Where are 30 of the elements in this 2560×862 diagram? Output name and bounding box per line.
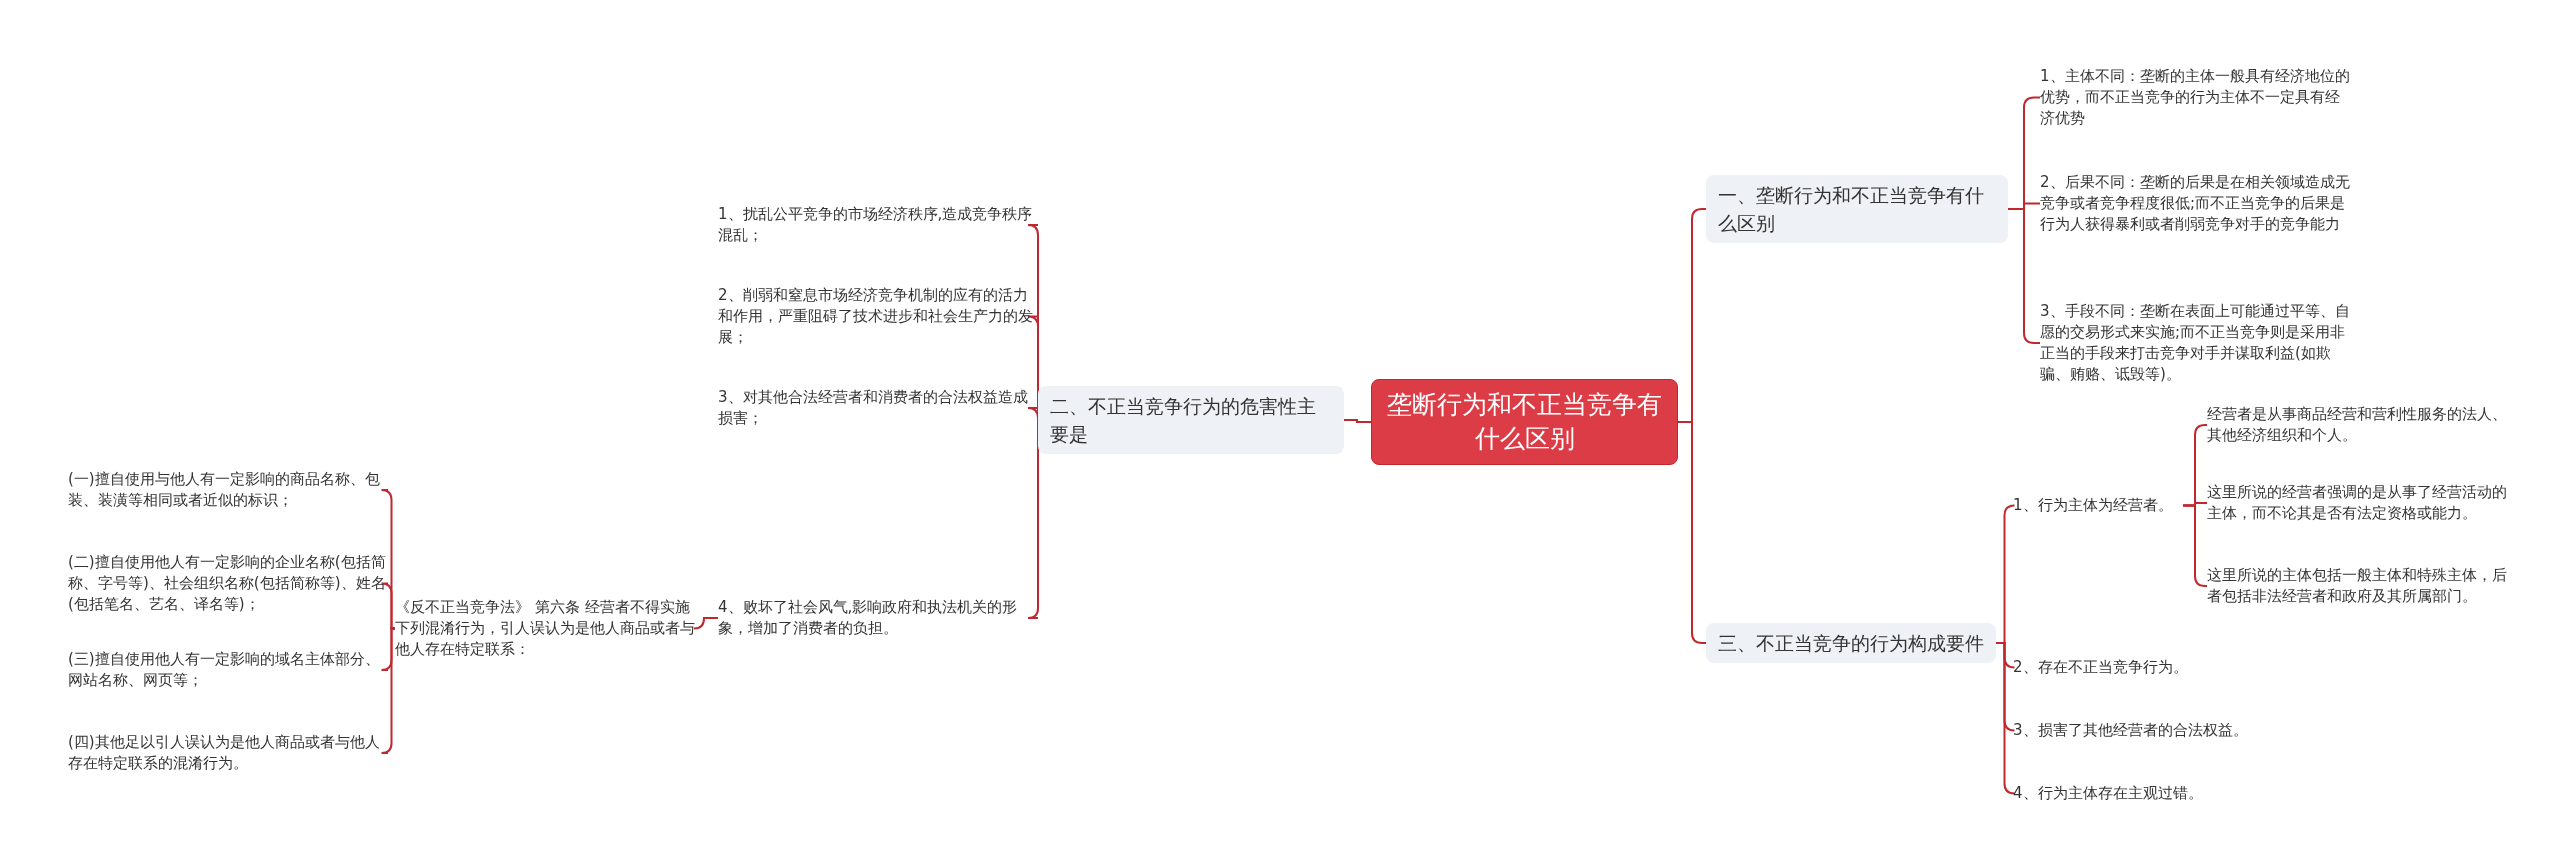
topic-box: 三、不正当竞争的行为构成要件	[1706, 623, 1996, 663]
topic-text: 3、手段不同：垄断在表面上可能通过平等、自愿的交易形式来实施;而不正当竞争则是采用非正当的手段来打击竞争对手并谋取利益(如欺骗、贿赂、诋毁等)。	[2040, 301, 2350, 385]
topic-box: 一、垄断行为和不正当竞争有什么区别	[1706, 175, 2008, 243]
topic-text: 2、削弱和窒息市场经济竞争机制的应有的活力和作用，严重阻碍了技术进步和社会生产力的发展；	[718, 284, 1038, 348]
connector-line	[2182, 504, 2208, 587]
topic-text: (一)擅自使用与他人有一定影响的商品名称、包装、装潢等相同或者近似的标识；	[68, 469, 388, 511]
topic-text: 2、后果不同：垄断的后果是在相关领域造成无竞争或者竞争程度很低;而不正当竞争的后果是行为人获得暴利或者削弱竞争对手的竞争能力	[2040, 171, 2350, 235]
connector-line	[1027, 407, 1039, 421]
topic-box: 二、不正当竞争行为的危害性主要是	[1038, 386, 1344, 454]
topic-text: 1、行为主体为经营者。	[2013, 494, 2183, 516]
topic-text: 4、败坏了社会风气,影响政府和执法机关的形象，增加了消费者的负担。	[718, 597, 1038, 639]
topic-text: 经营者是从事商品经营和营利性服务的法人、其他经济组织和个人。	[2207, 404, 2517, 446]
topic-text: 这里所说的主体包括一般主体和特殊主体，后者包括非法经营者和政府及其所属部门。	[2207, 565, 2517, 607]
topic-text: (三)擅自使用他人有一定影响的域名主体部分、网站名称、网页等；	[68, 649, 388, 691]
topic-text: 1、主体不同：垄断的主体一般具有经济地位的优势，而不正当竞争的行为主体不一定具有经济优势	[2040, 65, 2350, 129]
connector-line	[1995, 642, 2016, 795]
topic-text: 《反不正当竞争法》 第六条 经营者不得实施下列混淆行为，引人误认为是他人商品或者与他人存在特定联系：	[395, 596, 695, 660]
topic-text: 4、行为主体存在主观过错。	[2013, 782, 2273, 804]
topic-text: (二)擅自使用他人有一定影响的企业名称(包括简称、字号等)、社会组织名称(包括简称等)、姓名(包括笔名、艺名、译名等)；	[68, 551, 388, 615]
topic-text: 1、扰乱公平竞争的市场经济秩序,造成竞争秩序混乱；	[718, 204, 1038, 246]
topic-text: 3、对其他合法经营者和消费者的合法权益造成损害；	[718, 387, 1038, 429]
topic-text: 2、存在不正当竞争行为。	[2013, 656, 2273, 678]
connector-line	[380, 582, 396, 630]
central-topic-box: 垄断行为和不正当竞争有什么区别	[1371, 379, 1678, 465]
connector-line	[693, 617, 719, 630]
connector-line	[380, 627, 396, 754]
topic-text: (四)其他足以引人误认为是他人商品或者与他人存在特定联系的混淆行为。	[68, 732, 388, 774]
connector-line	[1343, 419, 1372, 423]
topic-text: 3、损害了其他经营者的合法权益。	[2013, 719, 2273, 741]
topic-text: 这里所说的经营者强调的是从事了经营活动的主体，而不论其是否有法定资格或能力。	[2207, 482, 2517, 524]
